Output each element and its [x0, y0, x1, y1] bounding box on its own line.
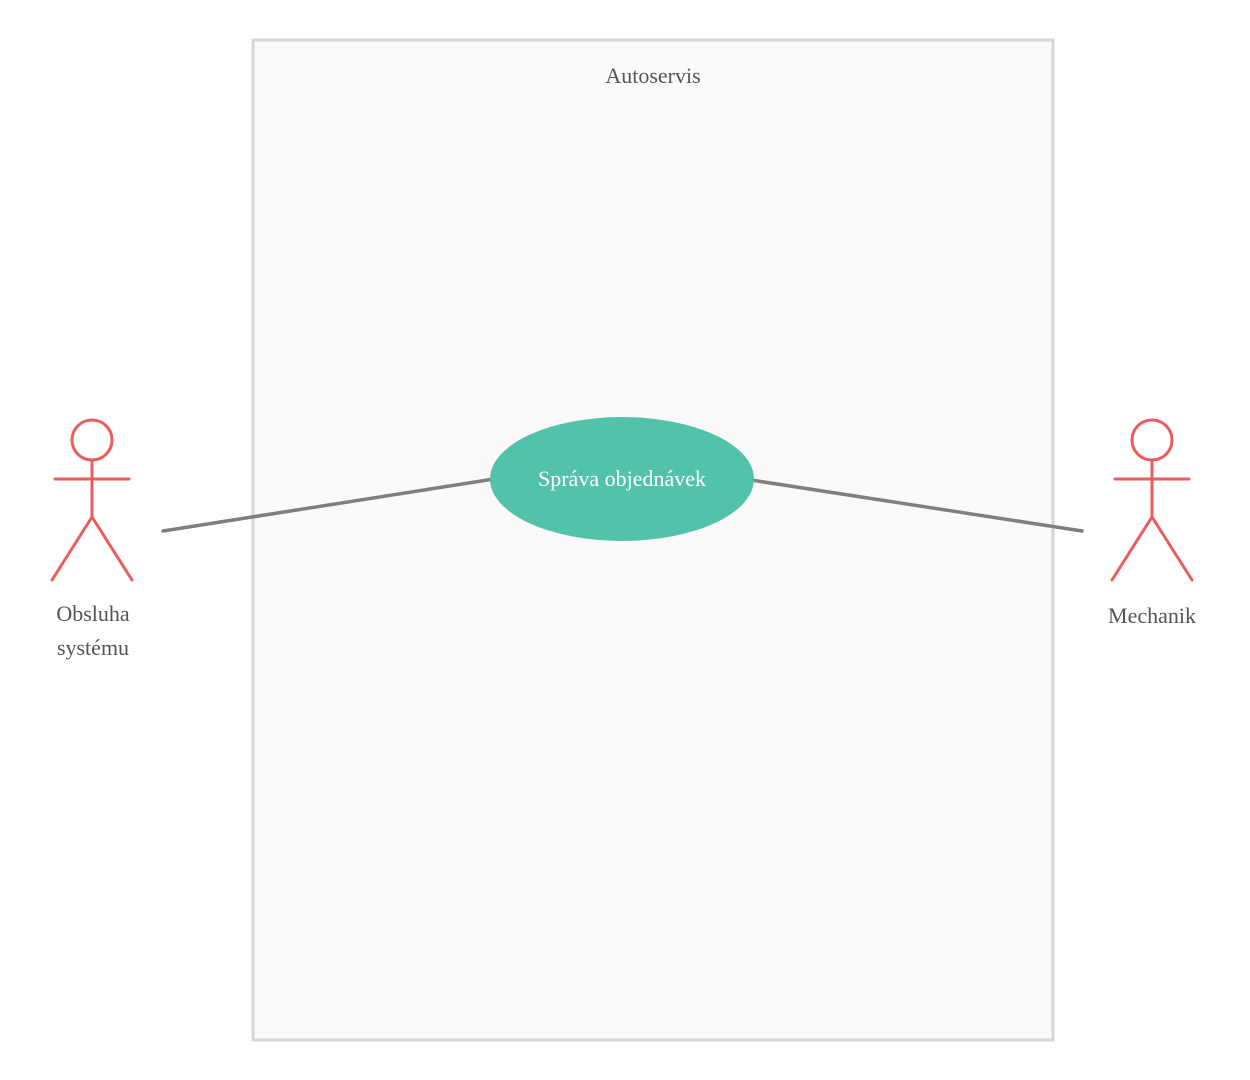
actor-label-line1: Obsluha	[56, 601, 130, 626]
actor-obsluha-systemu[interactable]: Obsluha systému	[50, 418, 134, 660]
actor-mechanik[interactable]: Mechanik	[1108, 418, 1196, 628]
use-case-label: Správa objednávek	[538, 466, 706, 491]
association-line-right[interactable]	[749, 478, 1084, 533]
actor-label: Mechanik	[1108, 603, 1196, 628]
use-case-sprava-objednavek[interactable]: Správa objednávek	[490, 417, 754, 541]
actor-label-line2: systému	[57, 635, 129, 660]
use-case-ellipse	[490, 417, 754, 541]
system-title: Autoservis	[605, 63, 700, 88]
system-boundary-rect	[251, 38, 1055, 1042]
system-boundary[interactable]: Autoservis	[251, 38, 1055, 1042]
actor-stick-figure-icon	[1110, 418, 1194, 582]
actor-stick-figure-icon	[50, 418, 134, 582]
association-line-left[interactable]	[161, 477, 496, 533]
